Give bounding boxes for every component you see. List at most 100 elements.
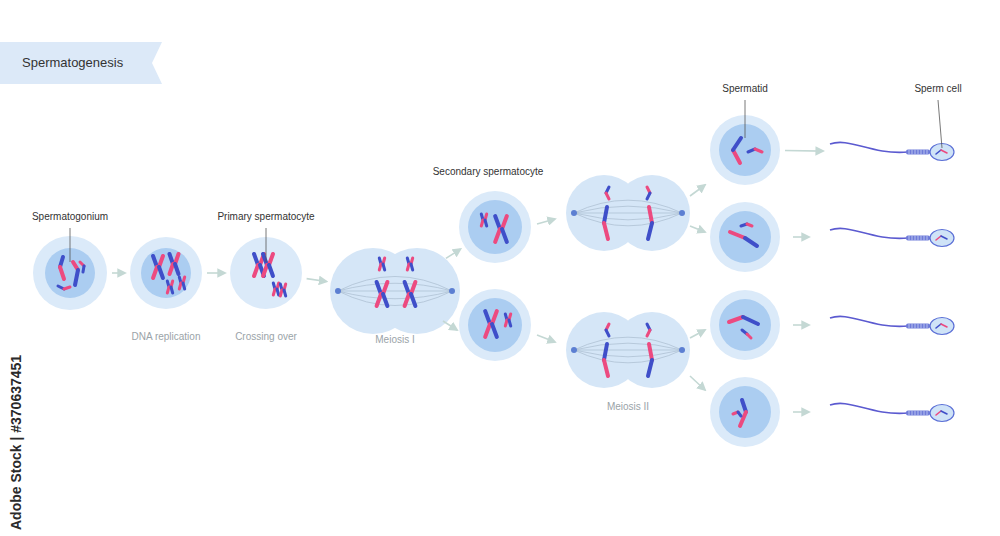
chromatid xyxy=(647,193,650,199)
centriole xyxy=(335,288,341,294)
sperm-cell xyxy=(830,228,954,246)
midpiece-stripe xyxy=(909,150,910,155)
dividing-cell xyxy=(330,248,460,334)
spindle-fiber xyxy=(338,291,452,306)
nucleus xyxy=(141,248,191,298)
chromatid xyxy=(936,150,941,154)
midpiece-stripe xyxy=(918,324,919,329)
midpiece-stripe xyxy=(912,236,913,241)
chromatid xyxy=(743,317,758,324)
chromatid xyxy=(170,264,174,274)
chromatid xyxy=(730,232,745,238)
centriole xyxy=(449,288,455,294)
spindle-fiber xyxy=(574,350,682,351)
process-arrow xyxy=(690,376,705,390)
chromatid xyxy=(273,289,275,295)
midpiece-stripe xyxy=(909,411,910,416)
chromatid xyxy=(495,216,500,229)
cell-label: Spermatogonium xyxy=(32,211,108,223)
dividing-cell xyxy=(566,175,690,251)
cell xyxy=(710,290,780,360)
process-arrow xyxy=(537,335,555,342)
leader-line xyxy=(938,100,942,148)
chromatid xyxy=(941,150,947,153)
chromatid xyxy=(492,324,497,337)
midpiece-stripe xyxy=(915,236,916,241)
cell-label: Meiosis II xyxy=(607,401,649,413)
chromatid xyxy=(269,265,273,276)
cytoplasm xyxy=(130,237,202,309)
cell-label: Spermatid xyxy=(722,83,768,95)
sperm-cell: Sperm cell xyxy=(828,138,952,166)
midpiece-stripe xyxy=(915,324,916,329)
chromatid xyxy=(648,360,652,376)
meiosis-one-cell: Meiosis I xyxy=(330,248,460,334)
chromatid xyxy=(505,320,507,326)
chromatid xyxy=(277,289,279,295)
cell xyxy=(710,202,780,272)
chromatid xyxy=(254,265,258,276)
chromatid xyxy=(649,207,652,223)
cell-label: Crossing over xyxy=(235,331,297,343)
spindle-fiber xyxy=(574,213,682,220)
sperm-tail xyxy=(830,228,908,238)
chromatid xyxy=(159,267,163,278)
chromatid xyxy=(75,270,78,285)
chromatid xyxy=(509,320,511,326)
leader-line xyxy=(745,100,746,138)
midpiece-stripe xyxy=(909,324,910,329)
midpiece-stripe xyxy=(924,236,925,241)
chromatid xyxy=(481,220,483,226)
chromatid xyxy=(411,264,413,270)
sperm-midpiece xyxy=(906,324,930,329)
chromatid xyxy=(936,411,941,415)
sperm-midpiece xyxy=(906,236,930,241)
chromatid xyxy=(284,290,286,296)
watermark: Adobe Stock | #370637451 xyxy=(8,355,24,530)
cell-label: Meiosis I xyxy=(375,334,414,346)
process-arrow xyxy=(207,272,225,274)
process-arrow xyxy=(690,330,705,338)
chromatid xyxy=(485,311,490,324)
cell-label: DNA replication xyxy=(132,331,201,343)
chromatid xyxy=(183,283,185,289)
midpiece-stripe xyxy=(912,411,913,416)
leader-line xyxy=(70,228,71,262)
spindle-fiber xyxy=(574,350,682,357)
spindle-fiber xyxy=(338,283,452,291)
chromatid xyxy=(648,223,652,239)
chromatid xyxy=(175,264,179,274)
chromatid xyxy=(606,330,609,336)
cytoplasm xyxy=(459,289,531,361)
chromatid xyxy=(604,360,608,376)
meiosis-two-cell: Meiosis II xyxy=(566,312,690,388)
secondary-spermatocyte-cell: Secondary spermatocyte xyxy=(459,191,531,263)
chromatid xyxy=(411,294,415,306)
cell xyxy=(459,289,531,361)
midpiece-stripe xyxy=(921,236,922,241)
diagram-title: Spermatogenesis xyxy=(22,55,123,70)
midpiece-stripe xyxy=(912,324,913,329)
cell-label: Primary spermatocyte xyxy=(217,211,314,223)
midpiece-stripe xyxy=(924,150,925,155)
midpiece-stripe xyxy=(918,236,919,241)
sperm-midpiece xyxy=(906,150,930,155)
midpiece-stripe xyxy=(924,411,925,416)
chromatid xyxy=(738,412,741,416)
chromatid xyxy=(492,311,497,324)
midpiece-stripe xyxy=(909,236,910,241)
chromatid xyxy=(495,229,500,242)
chromatid xyxy=(153,267,157,278)
spindle-fiber xyxy=(574,213,682,226)
midpiece-stripe xyxy=(927,324,928,329)
chromatid xyxy=(604,207,607,223)
chromatid xyxy=(485,220,487,226)
chromatid xyxy=(604,344,607,360)
process-arrow xyxy=(537,219,555,224)
nucleus xyxy=(719,299,771,351)
chromatid xyxy=(377,294,381,306)
cytoplasm xyxy=(710,377,780,447)
chromatid xyxy=(167,287,169,293)
spindle-fiber xyxy=(574,343,682,350)
